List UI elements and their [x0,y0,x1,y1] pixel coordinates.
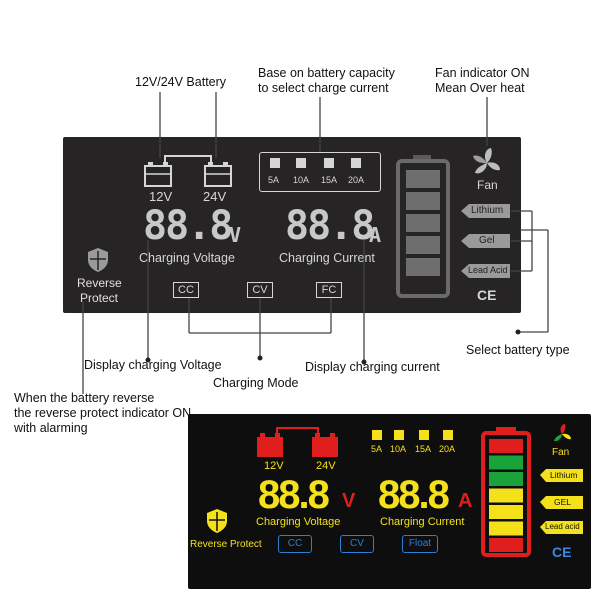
gauge-segment [489,439,523,453]
voltage-digits-color: 88.8 [258,473,330,517]
type-lead-acid-tag-color [540,521,583,534]
voltage-label-color: Charging Voltage [256,516,341,528]
voltage-label: Charging Voltage [139,251,235,265]
battery-gauge-color [481,427,531,557]
type-lithium-tag [461,204,510,218]
current-led-5a-color [372,430,382,440]
fan-icon [473,148,500,174]
battery-gauge-icon [396,155,450,298]
shield-icon [88,248,108,272]
current-led-15a [324,158,334,168]
callout-reverse-2: the reverse protect indicator ON [14,406,192,420]
current-digits-color: 88.8 [378,473,450,517]
type-gel-tag [461,234,510,248]
reverse-label-2: Protect [80,291,119,305]
current-label-15a-color: 15A [415,444,432,454]
callout-capacity-1: Base on battery capacity [258,66,395,80]
reverse-label-1: Reverse [77,276,122,290]
voltage-unit-color: V [342,490,355,512]
label-12v: 12V [149,189,173,204]
callout-fan-1: Fan indicator ON [435,66,530,80]
current-led-15a-color [419,430,429,440]
type-lead-acid-label: Lead Acid [468,265,508,275]
current-label-color: Charging Current [380,516,465,528]
callout-select-battery: Select battery type [466,343,570,357]
type-lead-acid-label-color: Lead acid [545,522,580,531]
current-led-5a [270,158,280,168]
current-label-5a: 5A [268,175,280,185]
current-led-20a [351,158,361,168]
callout-charging-mode: Charging Mode [213,376,299,390]
ce-mark-color: CE [552,544,572,560]
gauge-segment [489,538,523,552]
battery-pair-icon-color [257,427,338,457]
voltage-digits: 88.8 [143,203,233,249]
callout-fan-2: Mean Over heat [435,81,525,95]
current-unit: A [369,223,381,247]
fan-label: Fan [477,178,498,192]
panel-top-diagram: 12V 24V 5A 10A 15A 20A 88.8 V Charging V… [63,137,521,313]
type-gel-label: Gel [479,235,495,246]
reverse-label-color: Reverse Protect [190,539,262,550]
type-lithium-label-color: Lithium [550,470,578,480]
current-label-20a-color: 20A [439,444,456,454]
type-lead-acid-tag [461,264,510,278]
mode-cv-color: CV [340,535,374,553]
gauge-segment [489,505,523,519]
current-label-10a: 10A [293,175,310,185]
gauge-segment [489,472,523,486]
shield-icon-color [207,509,227,533]
label-24v-color: 24V [316,460,336,472]
current-label-5a-color: 5A [371,444,383,454]
fan-icon-color [554,424,571,442]
label-12v-color: 12V [264,460,284,472]
fan-label-color: Fan [552,447,570,458]
current-unit-color: A [458,490,473,512]
gauge-segment [489,521,523,536]
callout-reverse-1: When the battery reverse [14,391,155,405]
mode-float-color: Float [402,535,438,553]
callout-reverse-3: with alarming [14,421,88,435]
callout-display-voltage: Display charging Voltage [84,358,222,372]
battery-pair-icon [144,155,232,187]
current-label-15a: 15A [321,175,338,185]
current-digits: 88.8 [285,203,375,249]
gauge-segment [489,455,523,470]
current-led-10a-color [394,430,404,440]
gauge-segment [489,488,523,503]
ce-mark: CE [477,287,497,303]
type-lithium-tag-color [540,469,583,482]
type-gel-label-color: GEL [554,497,572,507]
current-selector: 5A 10A 15A 20A [259,152,381,192]
mode-cc-color: CC [278,535,312,553]
current-label-10a-color: 10A [390,444,407,454]
type-lithium-label: Lithium [471,205,504,216]
type-gel-tag-color [540,496,583,509]
current-label: Charging Current [279,251,375,265]
label-24v: 24V [203,189,227,204]
current-led-10a [296,158,306,168]
panel-bottom-display: 12V 24V 5A 10A 15A 20A 88.8 V Charging V… [188,414,591,589]
mode-cc: CC [173,282,199,298]
mode-fc: FC [316,282,342,298]
mode-cv: CV [247,282,273,298]
callout-display-current: Display charging current [305,360,440,374]
callout-capacity-2: to select charge current [258,81,389,95]
current-label-20a: 20A [348,175,365,185]
current-led-20a-color [443,430,453,440]
callout-battery-type: 12V/24V Battery [135,75,227,89]
voltage-unit: V [229,223,241,247]
